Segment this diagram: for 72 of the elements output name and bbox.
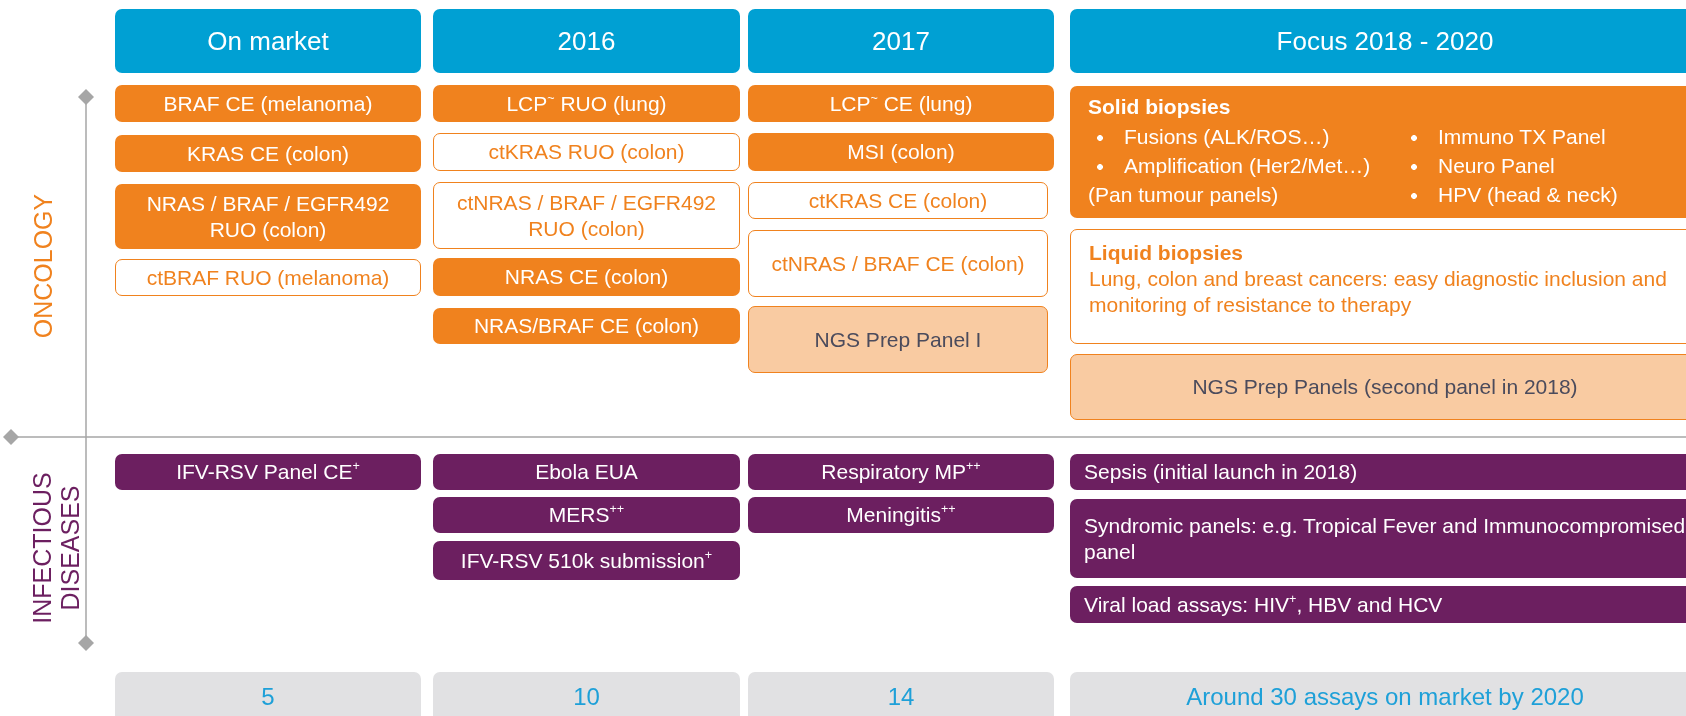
assay-label: NRAS/BRAF CE (colon) (473, 313, 700, 339)
panel-box (748, 306, 1048, 373)
assay-box (433, 182, 740, 249)
assay-box (433, 541, 740, 580)
assay-box (433, 497, 740, 533)
assay-label: ctBRAF RUO (melanoma) (146, 264, 390, 291)
assay-box (1070, 499, 1686, 578)
assay-label: (Pan tumour panels) (1088, 182, 1279, 208)
assay-box (115, 184, 421, 249)
panel-heading: Liquid biopsies (1089, 240, 1244, 266)
assay-label: NRAS / BRAF / EGFR492 RUO (colon) (145, 190, 391, 243)
assay-box (115, 85, 421, 122)
assay-count-bar (1070, 672, 1686, 716)
assay-box (433, 85, 740, 122)
assay-label: ctNRAS / BRAF CE (colon) (771, 250, 1025, 277)
column-header (115, 9, 421, 73)
assay-box (115, 135, 421, 172)
assay-box (748, 454, 1054, 490)
column-header (433, 9, 740, 73)
assay-label: Ebola EUA (535, 459, 638, 485)
assay-label: ctKRAS RUO (colon) (488, 139, 685, 165)
assay-box (433, 308, 740, 344)
assay-box (748, 497, 1054, 533)
assay-box (1070, 454, 1686, 490)
assay-label: IFV-RSV 510k submission$^{+}$ (460, 547, 713, 574)
assay-label: NRAS CE (colon) (504, 264, 669, 290)
assay-box (115, 454, 421, 490)
assay-box (1070, 86, 1686, 218)
assay-label: LCP$^{~}$ CE (lung) (829, 90, 973, 117)
count-label: Around 30 assays on market by 2020 (1186, 684, 1584, 710)
assay-label: NGS Prep Panels (second panel in 2018) (1192, 374, 1578, 400)
assay-label: BRAF CE (melanoma) (163, 90, 373, 117)
assay-box (433, 258, 740, 296)
assay-box (748, 230, 1048, 297)
assay-label: ctNRAS / BRAF / EGFR492 RUO (colon) (455, 189, 718, 242)
assay-label: NGS Prep Panel I (814, 326, 982, 353)
assay-box (1070, 586, 1686, 623)
assay-count-bar (748, 672, 1054, 716)
assay-box (433, 454, 740, 490)
assay-label: MSI (colon) (847, 139, 955, 165)
assay-label: MERS$^{++}$ (548, 502, 625, 528)
header-label: Focus 2018 - 2020 (1276, 26, 1494, 56)
count-label: 10 (573, 684, 600, 710)
panel-heading: Solid biopsies (1088, 94, 1231, 120)
row-label: INFECTIOUS DISEASES (28, 471, 84, 626)
assay-label: ctKRAS CE (colon) (808, 187, 988, 214)
assay-label: IFV-RSV Panel CE$^{+}$ (176, 459, 360, 485)
column-header (1070, 9, 1686, 73)
assay-label: Meningitis$^{++}$ (846, 502, 956, 528)
header-label: On market (207, 26, 329, 56)
assay-label: Respiratory MP$^{++}$ (821, 459, 981, 485)
assay-count-bar (115, 672, 421, 716)
header-label: 2017 (872, 26, 930, 56)
assay-box (748, 85, 1054, 122)
assay-count-bar (433, 672, 740, 716)
assay-label: KRAS CE (colon) (186, 140, 350, 167)
assay-box (1070, 229, 1686, 344)
assay-box (433, 133, 740, 171)
assay-box (748, 133, 1054, 171)
assay-label: Syndromic panels: e.g. Tropical Fever and Immunocompromised panel (1084, 512, 1686, 565)
assay-label: LCP$^{~}$ RUO (lung) (506, 90, 667, 117)
assay-box (115, 259, 421, 296)
assay-label: Viral load assays: HIV$^{+}$, HBV and HCV (1084, 591, 1443, 618)
header-label: 2016 (557, 26, 616, 56)
assay-label: Lung, colon and breast cancers: easy diagnostic inclusion and monitoring of resistance to therapy (1089, 266, 1668, 318)
count-label: 5 (261, 684, 275, 710)
panel-box (1070, 354, 1686, 420)
assay-box (748, 182, 1048, 219)
count-label: 14 (887, 684, 915, 710)
column-header (748, 9, 1054, 73)
assay-label: Sepsis (initial launch in 2018) (1084, 459, 1358, 485)
row-label: ONCOLOGY (28, 192, 58, 341)
